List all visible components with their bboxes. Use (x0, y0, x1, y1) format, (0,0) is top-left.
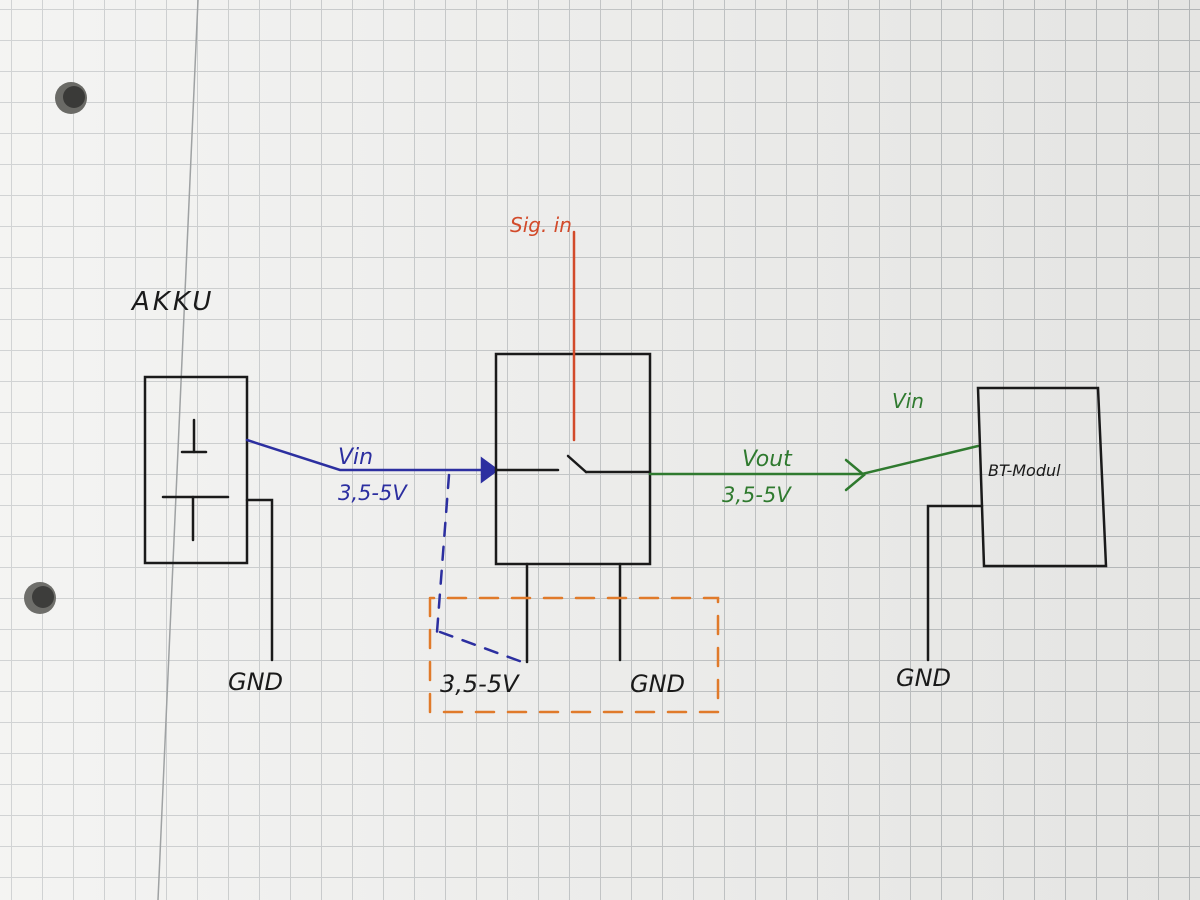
vin-range-label: 3,5-5V (338, 481, 408, 505)
battery-symbol (143, 375, 274, 662)
vout-range-label: 3,5-5V (722, 483, 792, 507)
option-dashed-box (428, 596, 720, 714)
bt-module (926, 386, 1108, 662)
bt-module-label: BT-Modul (988, 461, 1061, 480)
akku-label: AKKU (130, 287, 214, 317)
gnd-right-label: GND (896, 664, 951, 692)
punch-hole-top (55, 82, 87, 114)
sig-in-label: Sig. in (510, 213, 572, 237)
vout-label: Vout (742, 447, 793, 472)
vin-dashed-branch (435, 473, 451, 634)
vin-label: Vin (338, 445, 373, 470)
option-gnd-label: GND (630, 670, 685, 698)
vout-arrow-head (844, 458, 866, 492)
vout-wire (648, 444, 980, 492)
option-voltage-label: 3,5-5V (440, 670, 520, 698)
margin-line (157, 0, 199, 900)
gnd-left-label: GND (228, 668, 283, 696)
vin-bt-label: Vin (892, 389, 924, 413)
punch-hole-bottom (24, 582, 56, 614)
switch-contact (566, 454, 588, 474)
vin-dashed-link (438, 630, 527, 665)
bt-gnd-wire (926, 504, 984, 662)
battery-gnd-wire (245, 498, 274, 662)
vin-wire (245, 438, 527, 665)
vin-arrow-head (480, 456, 500, 484)
battery-box (143, 375, 249, 565)
